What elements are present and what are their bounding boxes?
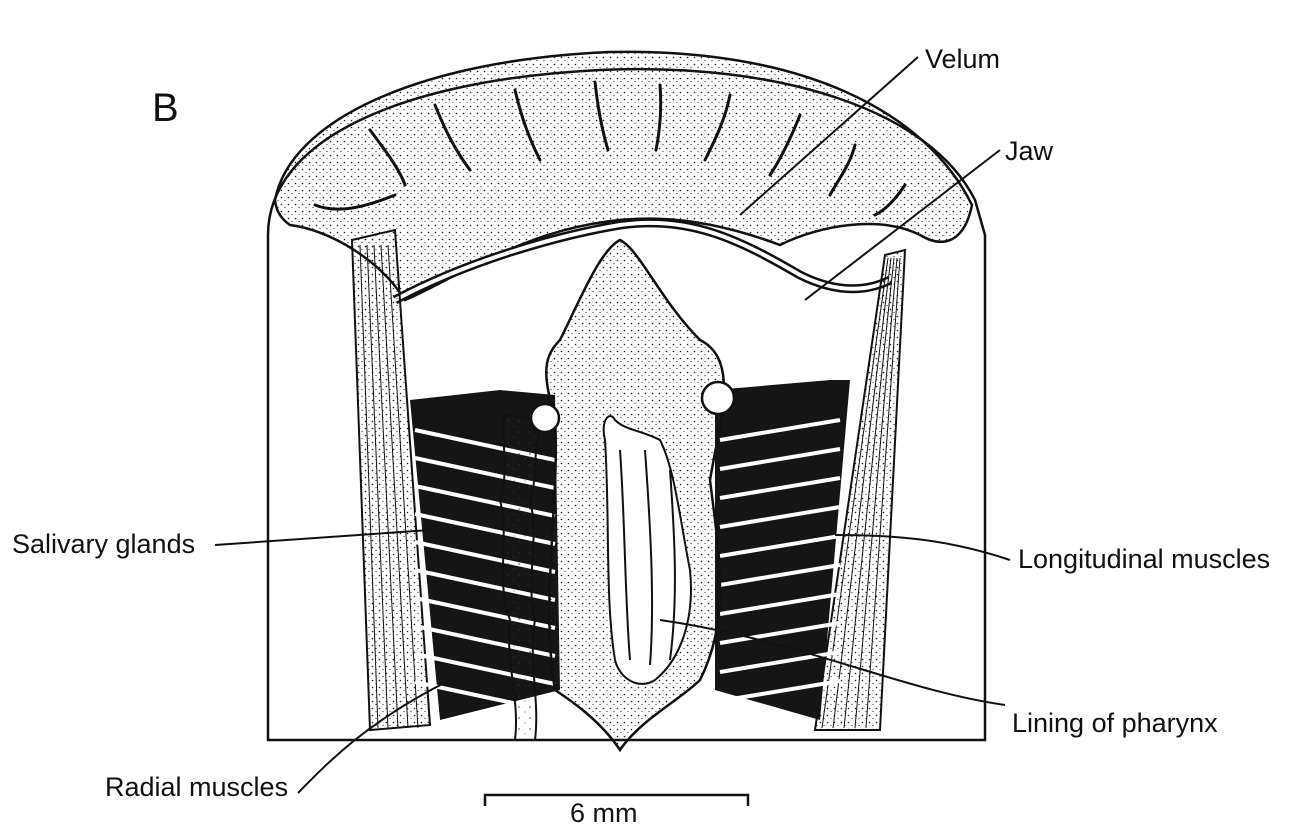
salivary-gland-opening-right	[702, 382, 734, 414]
panel-letter: B	[152, 88, 179, 128]
salivary-gland-opening-left	[531, 404, 559, 432]
scale-bar-label: 6 mm	[570, 800, 638, 827]
label-longitudinal-muscles: Longitudinal muscles	[1018, 546, 1270, 573]
label-radial-muscles: Radial muscles	[105, 774, 288, 801]
label-velum: Velum	[925, 46, 1000, 73]
label-jaw: Jaw	[1005, 138, 1053, 165]
label-lining-of-pharynx: Lining of pharynx	[1012, 710, 1218, 737]
label-salivary-glands: Salivary glands	[12, 531, 195, 558]
